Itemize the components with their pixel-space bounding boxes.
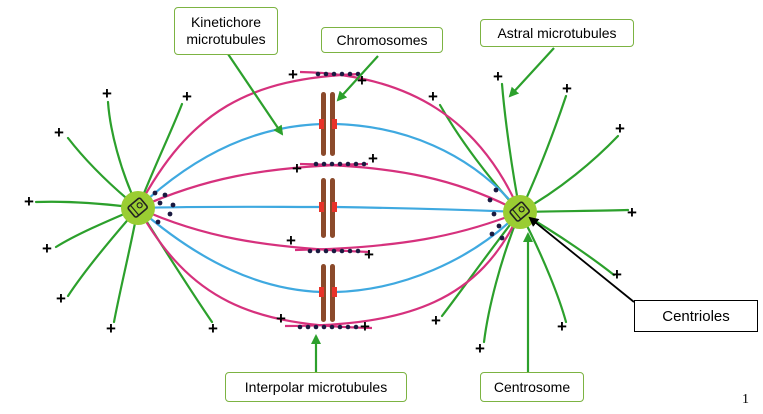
centriole-icon (127, 197, 148, 218)
plus-sign: + (56, 289, 66, 308)
centrosome-left (121, 191, 155, 225)
kinetochore-microtubules-label: Kinetichore microtubules (174, 7, 278, 55)
plus-sign: + (288, 65, 298, 84)
centrosome-right (503, 195, 537, 229)
interpolar-microtubules-label: Interpolar microtubules (225, 372, 407, 402)
plus-sign: + (368, 149, 378, 168)
chromosome-icon (319, 178, 337, 238)
plus-sign: + (208, 319, 218, 338)
kinetochore-label-line1: Kinetichore (190, 14, 262, 30)
plus-sign: + (24, 192, 34, 211)
kinetochore-microtubules (137, 122, 521, 294)
plus-sign: + (360, 317, 370, 336)
centrosome-label: Centrosome (480, 372, 584, 402)
centriole-icon (509, 201, 530, 222)
plus-sign: + (493, 67, 503, 86)
plus-sign: + (276, 309, 286, 328)
plus-sign: + (557, 317, 567, 336)
plus-sign: + (42, 239, 52, 258)
centrioles-label: Centrioles (634, 300, 758, 332)
chromosome-icon (319, 92, 337, 156)
plus-sign: + (102, 84, 112, 103)
plus-sign: + (286, 231, 296, 250)
callout-arrows (227, 47, 555, 372)
astral-microtubules-label: Astral microtubules (480, 19, 634, 47)
plus-sign: + (612, 265, 622, 284)
chromosomes-label: Chromosomes (321, 27, 443, 53)
plus-sign: + (615, 119, 625, 138)
kinetochore-label-line2: microtubules (186, 31, 266, 47)
plus-sign: + (106, 319, 116, 338)
chromosome-icon (319, 264, 337, 322)
plus-ends: + + + + + + + + + + + + + + + + + + + + … (24, 65, 637, 358)
plus-sign: + (562, 79, 572, 98)
plus-sign: + (475, 339, 485, 358)
centrioles-pointer (528, 216, 635, 303)
plus-sign: + (428, 87, 438, 106)
plus-sign: + (182, 87, 192, 106)
plus-sign: + (627, 203, 637, 222)
plus-sign: + (431, 311, 441, 330)
plus-sign: + (292, 159, 302, 178)
plus-sign: + (364, 245, 374, 264)
plus-sign: + (357, 71, 367, 90)
plus-sign: + (54, 123, 64, 142)
motor-proteins (152, 71, 505, 330)
page-number: 1 (742, 392, 749, 407)
